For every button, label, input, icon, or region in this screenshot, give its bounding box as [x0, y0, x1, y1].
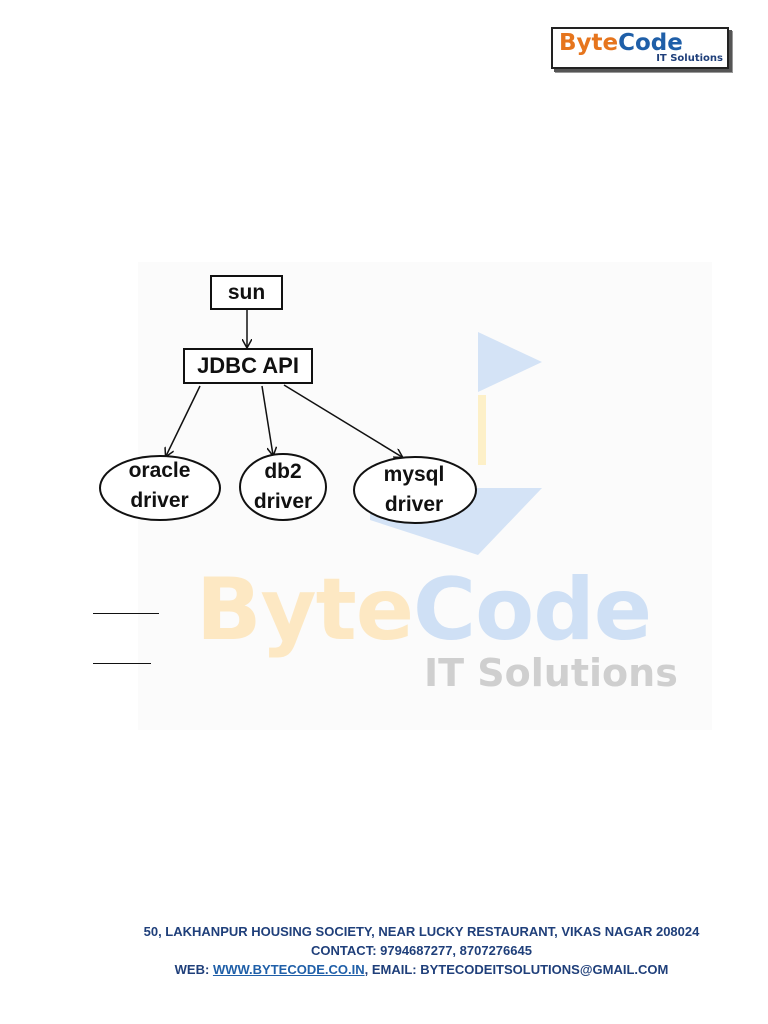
node-jdbc-api: JDBC API [183, 348, 313, 384]
label-db2-line2: driver [253, 490, 313, 513]
node-sun: sun [210, 275, 283, 310]
logo-brand: ByteCode [559, 29, 683, 57]
logo-tagline: IT Solutions [656, 53, 723, 64]
arrow-api-to-oracle [166, 385, 201, 456]
label-oracle-driver: oracle driver [102, 456, 217, 516]
label-oracle-line2: driver [130, 489, 189, 512]
watermark-tagline: IT Solutions [424, 651, 678, 695]
label-db2-driver: db2 driver [240, 457, 326, 517]
blank-underline-2 [93, 663, 151, 664]
label-mysql-driver: mysql driver [354, 460, 474, 520]
page-footer: 50, LAKHANPUR HOUSING SOCIETY, NEAR LUCK… [0, 922, 768, 979]
footer-web-line: WEB: WWW.BYTECODE.CO.IN, EMAIL: BYTECODE… [0, 960, 768, 979]
logo-brand-byte: Byte [559, 30, 619, 56]
watermark-bar-yellow [478, 395, 486, 465]
label-db2-line1: db2 [264, 460, 302, 483]
footer-email: , EMAIL: BYTECODEITSOLUTIONS@GMAIL.COM [364, 962, 669, 977]
label-oracle-line1: oracle [128, 459, 191, 482]
label-mysql-line2: driver [384, 493, 444, 516]
logo-brand-code: Code [618, 30, 683, 56]
watermark-chevron-top [478, 332, 542, 392]
ellipse-mysql-driver [353, 456, 477, 524]
watermark-brand: ByteCode [196, 560, 652, 660]
blank-underline-1 [93, 613, 159, 614]
company-logo: ByteCode IT Solutions [551, 27, 729, 69]
footer-web-label: WEB: [174, 962, 213, 977]
label-mysql-line1: mysql [383, 463, 445, 486]
footer-contact: CONTACT: 9794687277, 8707276645 [311, 943, 532, 958]
arrow-api-to-mysql [283, 384, 402, 457]
ellipse-oracle-driver [99, 455, 221, 521]
watermark-brand-byte: Byte [196, 560, 414, 660]
footer-address: 50, LAKHANPUR HOUSING SOCIETY, NEAR LUCK… [143, 924, 700, 939]
arrow-api-to-db2 [261, 385, 273, 455]
ellipse-db2-driver [239, 453, 327, 521]
footer-website-link[interactable]: WWW.BYTECODE.CO.IN [212, 962, 365, 977]
watermark-brand-code: Code [413, 560, 652, 660]
